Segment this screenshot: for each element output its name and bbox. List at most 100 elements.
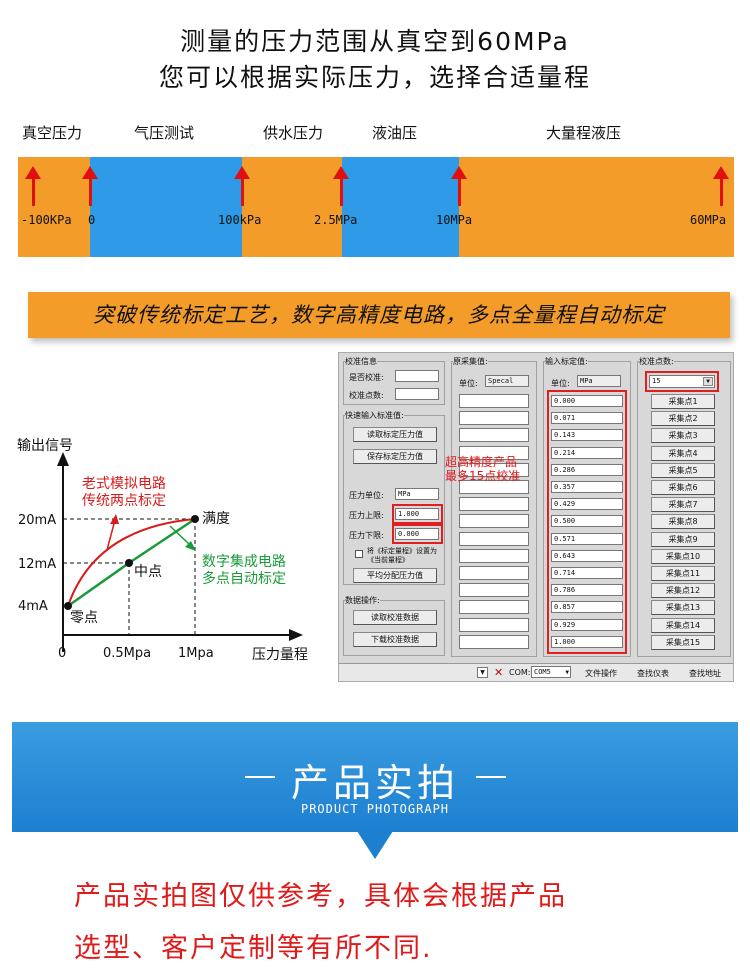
collect-point-button[interactable]: 采集点15 [651,634,715,650]
standard-value-field[interactable]: 0.714 [551,567,623,579]
standard-value-field[interactable]: 0.071 [551,412,623,425]
collect-point-button[interactable]: 采集点8 [651,514,715,530]
arrow-up-icon [333,166,349,206]
standard-value-field[interactable]: 0.929 [551,618,623,631]
note-line2: 选型、客户定制等有所不同. [74,933,433,964]
ytick-12ma: 12mA [18,557,56,572]
legacy-pointer [106,519,116,551]
average-distribute-button[interactable]: 平均分配压力值 [353,568,437,583]
raw-value-field[interactable] [459,634,529,649]
range-label-vacuum: 真空压力 [22,124,83,142]
raw-value-field[interactable] [459,445,529,460]
collect-point-button[interactable]: 采集点14 [651,617,715,633]
raw-value-field[interactable] [459,411,529,426]
tick-minus100kpa: -100KPa [21,213,72,227]
calib-points-select[interactable]: 15 ▼ [649,375,715,388]
banner-subtitle: PRODUCT PHOTOGRAPH [300,802,450,816]
raw-value-field[interactable] [459,428,529,443]
save-standard-button[interactable]: 保存标定压力值 [353,449,437,464]
raw-value-field[interactable] [459,617,529,632]
ytick-20ma: 20mA [18,513,56,528]
collect-point-button[interactable]: 采集点7 [651,497,715,513]
collect-point-button[interactable]: 采集点13 [651,600,715,616]
calibration-software-window: 校准信息 是否校准: 校准点数: 快速输入标准值: 读取标定压力值 保存标定压力… [338,352,734,682]
collect-point-button[interactable]: 采集点10 [651,548,715,564]
arrow-up-icon [451,166,467,206]
lower-limit-field[interactable]: 0.000 [395,528,439,540]
collect-point-button[interactable]: 采集点5 [651,462,715,478]
raw-value-field[interactable] [459,600,529,615]
banner-title: 产品实拍 [290,761,459,805]
read-standard-button[interactable]: 读取标定压力值 [353,427,437,442]
calibration-graph: 输出信号 压力量程 20mA 12mA 4mA 0 0.5Mpa 1Mpa 零点… [17,438,308,663]
standard-value-field[interactable]: 0.643 [551,549,623,562]
collect-point-button[interactable]: 采集点3 [651,428,715,444]
arrow-up-icon [234,166,250,206]
standard-value-field[interactable]: 0.857 [551,601,623,614]
standard-value-field[interactable]: 0.143 [551,429,623,442]
range-checkbox[interactable] [355,550,363,558]
legacy-curve [67,518,196,607]
chevron-down-icon[interactable]: ▼ [703,377,713,386]
standard-value-field[interactable]: 0.000 [551,395,623,407]
chevron-down-icon[interactable]: ▼ [565,669,569,676]
raw-value-field[interactable] [459,566,529,580]
raw-value-field[interactable] [459,462,529,477]
standard-value-field[interactable]: 0.429 [551,498,623,511]
standard-value-field[interactable]: 0.571 [551,532,623,545]
band-water [242,157,342,257]
band-air [90,157,242,257]
calib-points-title: 校准点数: [639,356,674,367]
standard-value-field[interactable]: 1.000 [551,635,623,648]
std-unit-label: 单位: [551,379,570,388]
standard-value-field[interactable]: 0.357 [551,481,623,493]
unit-field[interactable]: MPa [395,488,439,500]
com-select[interactable]: COM5▼ [531,666,571,678]
collect-point-button[interactable]: 采集点2 [651,411,715,427]
collect-point-button[interactable]: 采集点11 [651,566,715,581]
y-axis-arrow-icon [57,452,69,466]
calib-count-field [395,388,439,400]
download-calib-data-button[interactable]: 下载校准数据 [353,632,437,647]
x-axis-arrow-icon [289,629,303,641]
raw-value-field[interactable] [459,514,529,529]
quick-input-title: 快速输入标准值: [345,410,404,421]
collect-point-button[interactable]: 采集点1 [651,394,715,409]
data-ops-group [343,600,445,656]
standard-value-field[interactable]: 0.500 [551,515,623,528]
collect-point-button[interactable]: 采集点6 [651,480,715,495]
collect-point-button[interactable]: 采集点12 [651,583,715,599]
disconnect-icon: ✕ [494,666,504,679]
standard-value-field[interactable]: 0.214 [551,446,623,459]
find-address-button[interactable]: 查找地址 [689,669,721,678]
legacy-annotation: 老式模拟电路传统两点标定 [82,476,166,509]
range-label-hydraulic: 大量程液压 [546,124,622,142]
collect-point-button[interactable]: 采集点9 [651,531,715,547]
full-point-label: 满度 [202,511,230,527]
raw-value-field[interactable] [459,394,529,408]
range-label-oil: 液油压 [372,124,418,142]
xtick-1mpa: 1Mpa [178,646,214,661]
range-label-water: 供水压力 [263,124,324,142]
raw-value-field[interactable] [459,531,529,546]
read-calib-data-button[interactable]: 读取校准数据 [353,610,437,625]
digital-annotation: 数字集成电路多点自动标定 [202,553,286,587]
standard-value-field[interactable]: 0.786 [551,584,623,597]
collect-point-button[interactable]: 采集点4 [651,445,715,461]
raw-value-field[interactable] [459,497,529,512]
calib-status-field [395,370,439,382]
raw-value-field[interactable] [459,480,529,494]
calib-info-group [343,361,445,405]
raw-value-field[interactable] [459,548,529,563]
chevron-down-icon[interactable]: ▼ [477,667,488,678]
headline-line2: 您可以根据实际压力，选择合适量程 [158,63,591,92]
file-ops-button[interactable]: 文件操作 [585,669,617,678]
raw-values-title: 原采集值: [453,356,488,367]
find-meter-button[interactable]: 查找仪表 [637,669,669,678]
upper-limit-label: 压力上限: [349,511,384,520]
raw-value-field[interactable] [459,583,529,598]
upper-limit-field[interactable]: 1.000 [395,508,439,520]
standard-value-field[interactable]: 0.286 [551,463,623,476]
slogan-banner: 突破传统标定工艺，数字高精度电路，多点全量程自动标定 [28,292,730,338]
ytick-4ma: 4mA [18,599,48,614]
